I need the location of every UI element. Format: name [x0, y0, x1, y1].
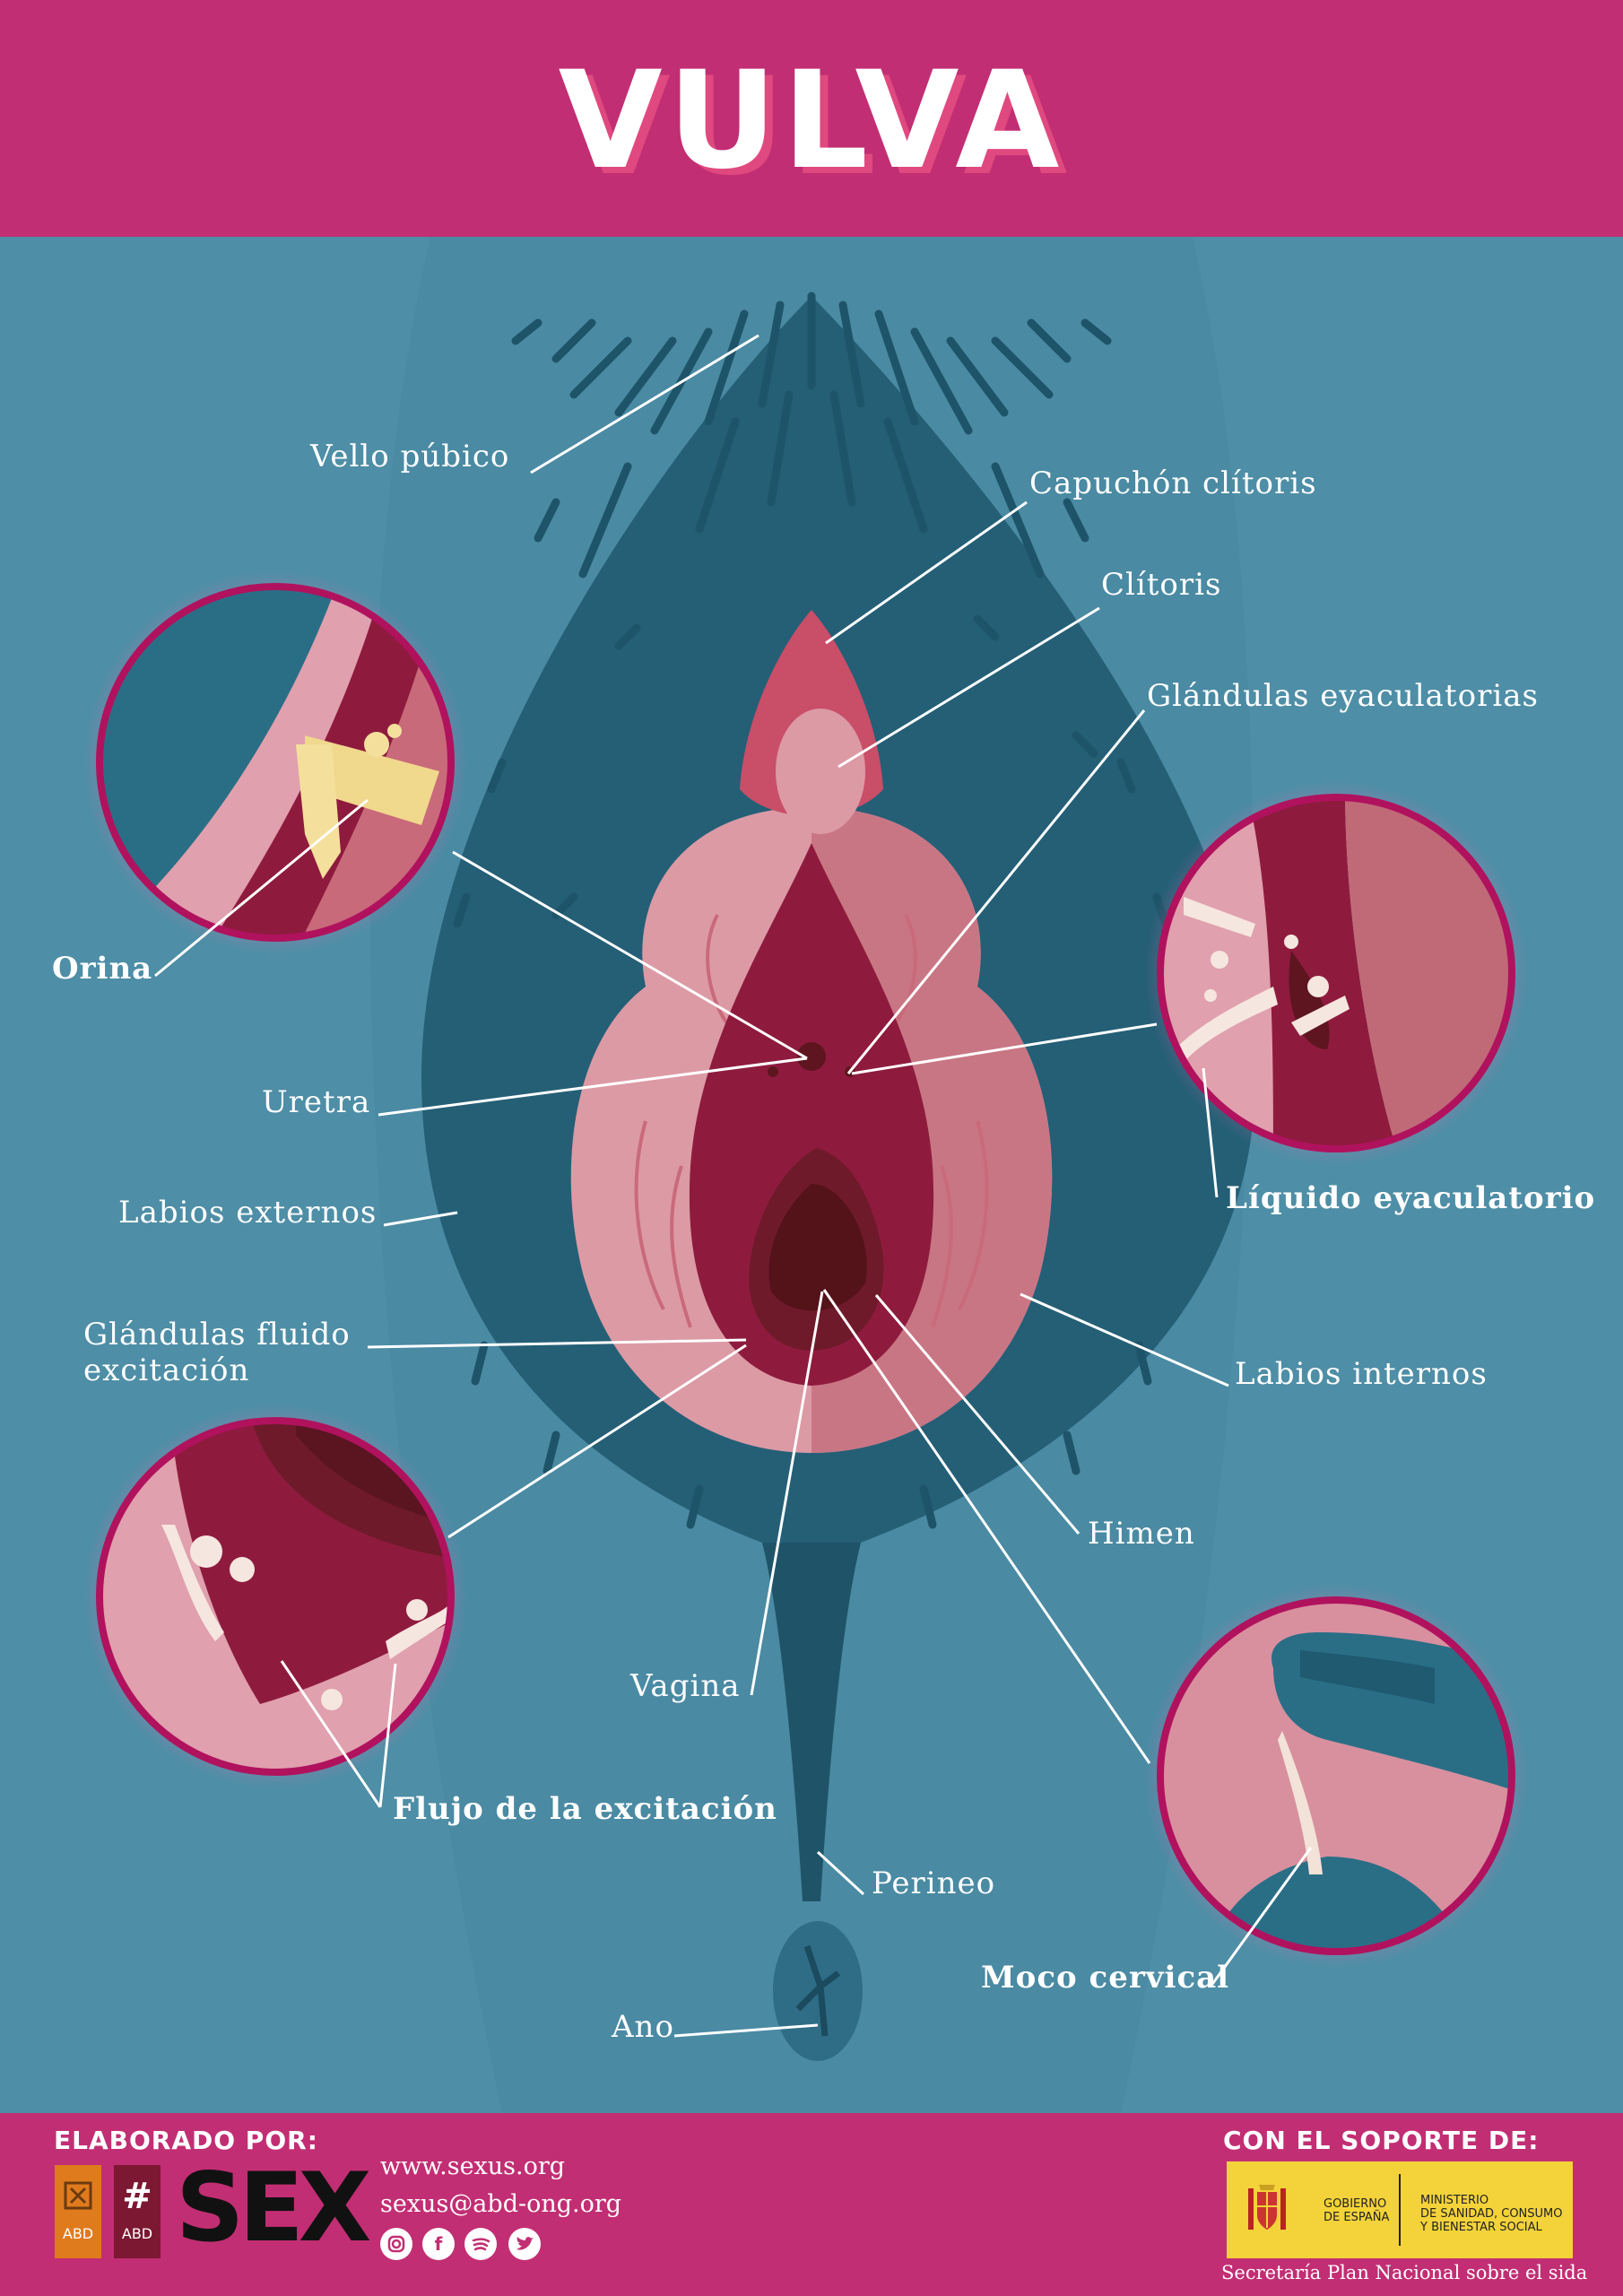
- ministerio-text-3: Y BIENESTAR SOCIAL: [1420, 2221, 1542, 2234]
- vulva-diagram: [0, 237, 1623, 2113]
- spotify-icon[interactable]: [464, 2228, 497, 2260]
- header-banner: VULVA: [0, 0, 1623, 237]
- moco-cervical-detail: [1160, 1600, 1512, 1952]
- orina-detail: [100, 587, 451, 938]
- facebook-icon[interactable]: f: [422, 2228, 455, 2260]
- gobierno-logo: GOBIERNO DE ESPAÑA MINISTERIO DE SANIDAD…: [1227, 2161, 1573, 2258]
- labia-folds: [634, 914, 989, 1328]
- circle-liquido-border: [1157, 794, 1515, 1152]
- twitter-icon[interactable]: [508, 2228, 541, 2260]
- gov-divider: [1399, 2174, 1401, 2246]
- secretaria-text: Secretaría Plan Nacional sobre el sida: [1221, 2262, 1588, 2283]
- clitoris-glans: [776, 709, 865, 834]
- gland-dot-left: [768, 1066, 778, 1077]
- label-glandulas-eyaculatorias: Glándulas eyaculatorias: [1147, 678, 1539, 714]
- email-link[interactable]: sexus@abd-ong.org: [380, 2190, 622, 2218]
- label-flujo-excitacion: Flujo de la excitación: [393, 1791, 777, 1827]
- circle-orina-border: [96, 583, 455, 942]
- elaborado-heading: ELABORADO POR:: [54, 2126, 318, 2155]
- label-clitoris: Clítoris: [1101, 567, 1222, 603]
- label-labios-externos: Labios externos: [118, 1195, 378, 1231]
- vaginal-opening-inner: [768, 1184, 867, 1311]
- label-orina: Orina: [52, 951, 153, 987]
- label-vagina: Vagina: [630, 1668, 741, 1704]
- liquido-eyaculatorio-detail: [1160, 797, 1512, 1149]
- label-vello-pubico: Vello púbico: [310, 439, 510, 474]
- ministerio-text-2: DE SANIDAD, CONSUMO: [1420, 2207, 1563, 2221]
- abd-logo-text: ABD: [62, 2225, 94, 2242]
- abd-fundacion-logo: # ABD: [114, 2165, 161, 2258]
- page-title: VULVA: [558, 43, 1065, 199]
- gobierno-text-2: DE ESPAÑA: [1324, 2211, 1390, 2224]
- leader-lines: [154, 334, 1313, 2038]
- background-curve-left: [0, 237, 502, 2113]
- website-link[interactable]: www.sexus.org: [380, 2152, 566, 2180]
- ministerio-text-1: MINISTERIO: [1420, 2194, 1489, 2207]
- pubic-hair: [453, 291, 1170, 1529]
- spain-crest-icon: [1248, 2185, 1286, 2230]
- label-moco-cervical: Moco cervical: [981, 1960, 1230, 1996]
- label-perineo: Perineo: [872, 1866, 996, 1901]
- label-glandulas-fluido-1: Glándulas fluido: [83, 1317, 351, 1352]
- perineum-strip: [762, 1543, 861, 1901]
- label-capuchon-clitoris: Capuchón clítoris: [1029, 465, 1317, 501]
- circle-flujo-border: [96, 1417, 455, 1776]
- abd-fundacion-text: ABD: [121, 2225, 153, 2242]
- instagram-icon[interactable]: [380, 2228, 412, 2260]
- anus-detail: [795, 1944, 841, 2037]
- gobierno-text-1: GOBIERNO: [1324, 2197, 1387, 2211]
- label-himen: Himen: [1088, 1516, 1195, 1552]
- label-glandulas-fluido-2: excitación: [83, 1352, 250, 1388]
- label-uretra: Uretra: [262, 1084, 371, 1120]
- circle-moco-border: [1157, 1596, 1515, 1955]
- sexus-logo: SEX: [176, 2152, 371, 2263]
- abd-logo-mark: [64, 2181, 92, 2210]
- urethra-dot: [797, 1042, 826, 1071]
- label-labios-internos: Labios internos: [1235, 1356, 1488, 1392]
- label-liquido-eyaculatorio: Líquido eyaculatorio: [1226, 1180, 1596, 1216]
- soporte-heading: CON EL SOPORTE DE:: [1223, 2126, 1540, 2155]
- label-ano: Ano: [612, 2009, 674, 2045]
- abd-logo: ABD: [55, 2165, 101, 2258]
- hash-icon: #: [122, 2176, 152, 2217]
